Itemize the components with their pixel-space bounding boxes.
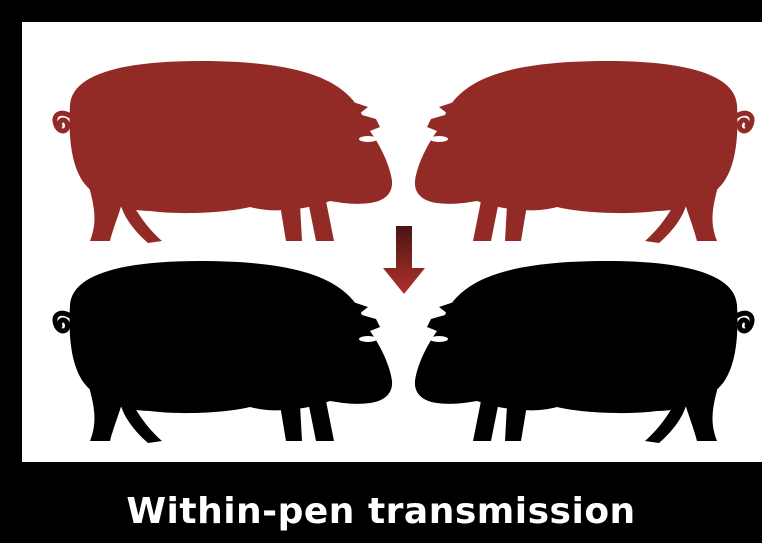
figure-caption: Within-pen transmission — [126, 491, 635, 532]
infected-pig-left — [55, 61, 392, 243]
susceptible-pig-left — [55, 261, 392, 443]
infected-pig-right — [415, 61, 752, 243]
down-arrow-icon — [383, 226, 425, 294]
transmission-figure — [0, 0, 762, 462]
susceptible-pig-right — [415, 261, 752, 443]
caption-bar: Within-pen transmission — [0, 462, 762, 543]
